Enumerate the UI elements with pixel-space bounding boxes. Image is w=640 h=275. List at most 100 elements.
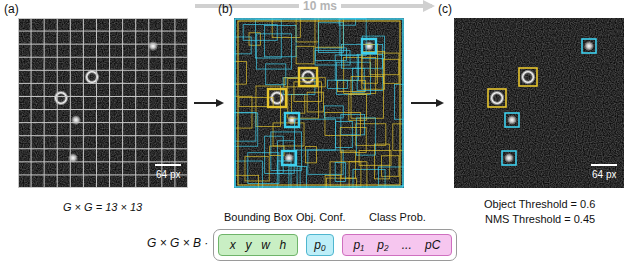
detection-box — [519, 68, 537, 86]
candidate-box — [256, 34, 291, 69]
detection-box — [268, 89, 286, 107]
threshold-note: NMS Threshold = 0.45 — [485, 213, 595, 226]
image-panels — [18, 0, 624, 205]
ring-particle — [85, 70, 100, 85]
flow-arrow — [411, 102, 442, 104]
field-symbol: x — [230, 238, 236, 252]
candidate-box — [248, 153, 279, 184]
grid-line — [174, 18, 175, 188]
candidate-box — [375, 144, 390, 179]
candidate-box — [296, 46, 314, 64]
candidate-box — [266, 64, 286, 85]
candidate-box — [330, 162, 361, 187]
ring-particle — [301, 70, 316, 85]
grid-line — [18, 44, 188, 45]
panel-ground — [454, 18, 624, 188]
candidate-box — [328, 80, 348, 88]
grid-line — [31, 18, 32, 188]
vector-container: xywh p₀ p₁p₂...pC — [213, 229, 457, 261]
particle-spot — [287, 115, 297, 125]
grid-line — [57, 18, 58, 188]
candidate-box — [341, 114, 365, 134]
field-symbol: y — [245, 238, 251, 252]
ring-particle — [270, 91, 285, 106]
candidate-box — [337, 80, 365, 91]
candidate-box — [234, 112, 256, 141]
particle-spot — [71, 115, 81, 125]
field-symbol: p₀ — [314, 238, 326, 252]
grid-line — [161, 18, 162, 188]
candidate-box — [381, 156, 398, 177]
scale-label: 64 px — [156, 168, 180, 181]
candidate-box — [341, 151, 355, 178]
field-name: Bounding Box — [224, 211, 293, 224]
grid-line — [18, 31, 188, 32]
candidate-box — [265, 136, 284, 173]
detection-box — [362, 39, 376, 53]
candidate-box — [370, 53, 399, 75]
field-symbol: pC — [425, 238, 440, 252]
scale-label: 64 px — [592, 168, 616, 181]
particle-spot — [584, 41, 594, 51]
candidate-box — [243, 25, 277, 41]
detection-box — [505, 113, 519, 127]
candidate-box — [315, 48, 346, 60]
candidate-box — [234, 62, 246, 85]
sensor-noise — [234, 18, 404, 188]
detection-box — [488, 89, 506, 107]
panel-ground — [18, 18, 188, 188]
grid-line — [18, 96, 188, 97]
flow-arrow — [194, 102, 222, 104]
grid-line — [83, 18, 84, 188]
candidate-box — [234, 37, 251, 54]
bbox-field: xywh — [218, 234, 298, 256]
panel-letter: (b) — [218, 3, 233, 16]
detection-box — [299, 68, 317, 86]
candidate-box — [307, 92, 323, 112]
detection-box — [582, 39, 596, 53]
time-label: 10 ms — [299, 0, 341, 13]
candidate-box — [384, 59, 399, 83]
candidate-box — [349, 94, 367, 120]
class-prob-field: p₁p₂...pC — [342, 234, 452, 256]
particle-spot — [504, 153, 514, 163]
grid-line — [18, 161, 188, 162]
ring-particle — [54, 91, 69, 106]
scale-bar — [155, 164, 181, 166]
grid-line — [18, 70, 188, 71]
detection-box — [502, 151, 516, 165]
grid-line — [18, 148, 188, 149]
image-panel — [18, 18, 188, 188]
candidate-box — [249, 33, 260, 45]
candidate-box — [324, 106, 343, 118]
candidate-box — [335, 162, 345, 181]
grid-border — [19, 19, 188, 188]
candidate-box — [340, 127, 366, 152]
candidate-box — [336, 62, 370, 94]
grid-line — [18, 109, 188, 110]
detection-box — [285, 113, 299, 127]
sensor-noise — [454, 18, 624, 188]
scale-bar — [591, 164, 617, 166]
field-name: Obj. Conf. — [296, 211, 346, 224]
threshold-note: Object Threshold = 0.6 — [484, 198, 595, 211]
field-symbol: w — [261, 238, 270, 252]
particle-spot — [364, 41, 374, 51]
candidate-box — [238, 21, 400, 185]
grid-line — [18, 83, 188, 84]
field-symbol: p₁ — [354, 238, 364, 252]
image-panel — [454, 18, 624, 188]
grid-line — [18, 122, 188, 123]
ring-particle — [490, 91, 505, 106]
candidate-box — [318, 23, 343, 53]
confidence-field: p₀ — [306, 234, 334, 256]
candidate-box — [235, 19, 403, 187]
candidate-box — [291, 94, 304, 113]
candidate-box — [306, 147, 317, 163]
field-symbol: h — [279, 238, 286, 252]
grid-line — [44, 18, 45, 188]
grid-line — [18, 135, 188, 136]
detection-box — [282, 151, 296, 165]
candidate-box — [245, 157, 269, 181]
